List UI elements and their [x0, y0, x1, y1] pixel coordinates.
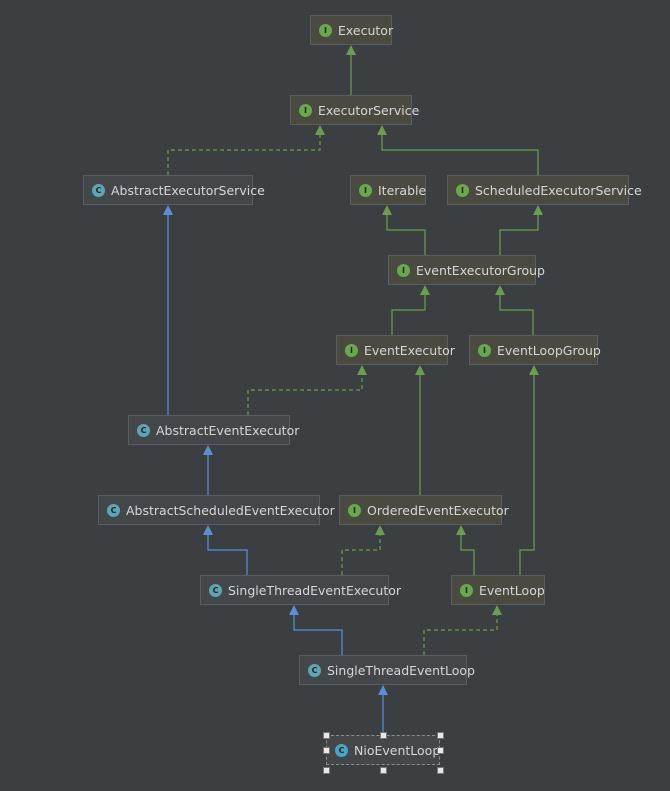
interface-icon: I — [478, 343, 491, 357]
node-label: AbstractExecutorService — [111, 182, 265, 198]
node-event-loop-group[interactable]: I EventLoopGroup — [469, 335, 601, 365]
arrowhead — [456, 525, 466, 535]
node-single-thread-event-loop[interactable]: C SingleThreadEventLoop — [299, 655, 475, 685]
edge-single-thread-event-executor-to-ordered-event-executor — [341, 525, 385, 575]
selection-handle[interactable] — [323, 747, 330, 754]
arrowhead — [289, 605, 299, 615]
node-label: SingleThreadEventExecutor — [228, 582, 402, 598]
interface-icon: I — [456, 183, 469, 197]
node-label: AbstractScheduledEventExecutor — [126, 502, 335, 518]
interface-icon: I — [359, 183, 372, 197]
arrowhead — [346, 45, 356, 55]
arrowhead — [529, 365, 539, 375]
node-label: NioEventLoop — [354, 742, 441, 758]
node-label: SingleThreadEventLoop — [327, 662, 475, 678]
arrowhead — [375, 525, 385, 535]
selection-handle[interactable] — [323, 767, 330, 774]
node-label: EventLoop — [479, 582, 545, 598]
edge-single-thread-event-loop-to-single-thread-event-executor — [289, 605, 343, 655]
selection-handle[interactable] — [437, 747, 444, 754]
edge-event-loop-group-to-event-executor-group — [495, 285, 534, 335]
node-ordered-event-executor[interactable]: I OrderedEventExecutor — [339, 495, 509, 525]
node-label: OrderedEventExecutor — [367, 502, 509, 518]
node-single-thread-event-executor[interactable]: C SingleThreadEventExecutor — [200, 575, 401, 605]
abstract-class-icon: C — [107, 503, 120, 517]
abstract-class-icon: C — [137, 423, 150, 437]
arrowhead — [357, 365, 367, 375]
arrowhead — [382, 205, 392, 215]
node-label: Executor — [338, 22, 394, 38]
node-executor[interactable]: I Executor — [310, 15, 394, 45]
edge-executor-service-to-executor — [346, 45, 356, 95]
node-nio-event-loop[interactable]: C NioEventLoop — [326, 735, 440, 765]
interface-icon: I — [348, 503, 361, 517]
node-label: ScheduledExecutorService — [475, 182, 642, 198]
arrowhead — [163, 205, 173, 215]
selection-handle[interactable] — [380, 732, 387, 739]
edge-nio-event-loop-to-single-thread-event-loop — [378, 685, 388, 735]
edge-abstract-event-executor-to-event-executor — [247, 365, 367, 415]
arrowhead — [315, 125, 325, 135]
node-label: ExecutorService — [318, 102, 420, 118]
node-iterable[interactable]: I Iterable — [350, 175, 426, 205]
node-abstract-scheduled-event-executor[interactable]: C AbstractScheduledEventExecutor — [98, 495, 335, 525]
arrowhead — [377, 125, 387, 135]
interface-icon: I — [460, 583, 473, 597]
abstract-class-icon: C — [92, 183, 105, 197]
edge-single-thread-event-loop-to-event-loop — [423, 605, 502, 655]
node-event-executor-group[interactable]: I EventExecutorGroup — [388, 255, 545, 285]
arrowhead — [492, 605, 502, 615]
edge-scheduled-executor-service-to-executor-service — [377, 125, 539, 175]
edge-abstract-executor-service-to-executor-service — [167, 125, 325, 175]
arrowhead — [415, 365, 425, 375]
edge-event-loop-to-event-loop-group — [519, 365, 539, 575]
node-label: AbstractEventExecutor — [156, 422, 300, 438]
edge-abstract-event-executor-to-abstract-executor-service — [163, 205, 173, 415]
node-label: EventExecutorGroup — [416, 262, 545, 278]
selection-handle[interactable] — [323, 732, 330, 739]
node-scheduled-executor-service[interactable]: I ScheduledExecutorService — [447, 175, 642, 205]
node-abstract-executor-service[interactable]: C AbstractExecutorService — [83, 175, 265, 205]
edge-ordered-event-executor-to-event-executor — [415, 365, 425, 495]
edge-event-loop-to-ordered-event-executor — [456, 525, 475, 575]
arrowhead — [495, 285, 505, 295]
arrowhead — [420, 285, 430, 295]
edge-event-executor-group-to-scheduled-executor-service — [499, 205, 543, 255]
node-executor-service[interactable]: I ExecutorService — [290, 95, 419, 125]
arrowhead — [378, 685, 388, 695]
node-label: EventLoopGroup — [497, 342, 601, 358]
abstract-class-icon: C — [308, 663, 321, 677]
interface-icon: I — [345, 343, 358, 357]
selection-handle[interactable] — [437, 767, 444, 774]
interface-icon: I — [319, 23, 332, 37]
class-icon: C — [335, 743, 348, 757]
arrowhead — [533, 205, 543, 215]
arrowhead — [203, 525, 213, 535]
node-label: Iterable — [378, 182, 427, 198]
interface-icon: I — [299, 103, 312, 117]
node-abstract-event-executor[interactable]: C AbstractEventExecutor — [128, 415, 299, 445]
interface-icon: I — [397, 263, 410, 277]
edge-single-thread-event-executor-to-abstract-scheduled-event-executor — [203, 525, 248, 575]
arrowhead — [203, 445, 213, 455]
abstract-class-icon: C — [209, 583, 222, 597]
edge-event-executor-group-to-iterable — [382, 205, 426, 255]
node-label: EventExecutor — [364, 342, 455, 358]
selection-handle[interactable] — [437, 732, 444, 739]
selection-handle[interactable] — [380, 767, 387, 774]
node-event-executor[interactable]: I EventExecutor — [336, 335, 455, 365]
edge-abstract-scheduled-event-executor-to-abstract-event-executor — [203, 445, 213, 495]
edge-event-executor-to-event-executor-group — [391, 285, 430, 335]
node-event-loop[interactable]: I EventLoop — [451, 575, 545, 605]
